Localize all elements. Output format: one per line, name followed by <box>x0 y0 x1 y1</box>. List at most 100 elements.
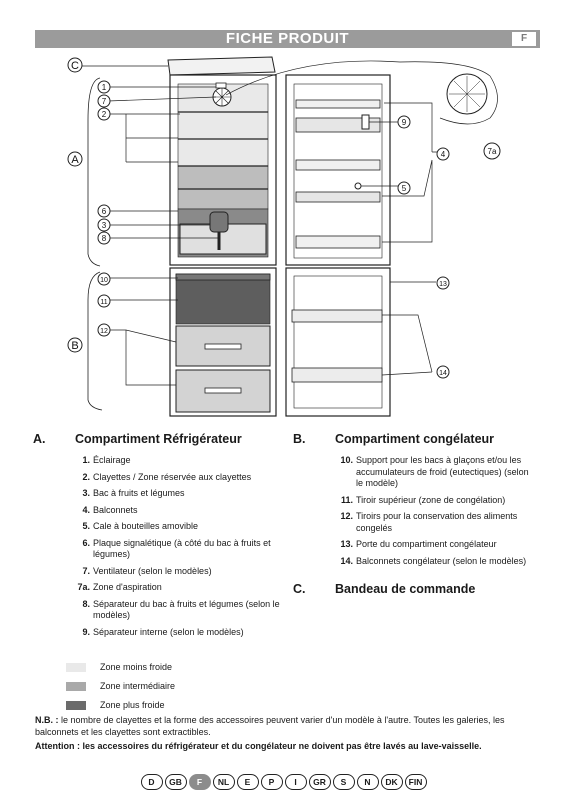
item-number: 7. <box>82 565 90 576</box>
list-item: 2.Clayettes / Zone réservée aux clayette… <box>75 472 280 484</box>
legend-swatch-dark <box>66 701 86 710</box>
item-text: Zone d'aspiration <box>93 582 162 592</box>
callout-7: 7 <box>102 97 107 106</box>
callout-12: 12 <box>100 328 108 335</box>
legend-swatch-light <box>66 663 86 672</box>
language-e-tab[interactable]: E <box>236 774 259 790</box>
section-a-title: Compartiment Réfrigérateur <box>75 432 242 446</box>
lamp <box>215 82 227 89</box>
item-text: Séparateur du bac à fruits et légumes (s… <box>93 598 280 621</box>
callout-b: B <box>71 340 78 352</box>
zone-mid <box>177 165 269 210</box>
item-text: Support pour les bacs à glaçons et/ou le… <box>356 455 529 488</box>
callout-1: 1 <box>102 83 107 92</box>
list-item: 1.Éclairage <box>75 455 280 467</box>
item-number: 4. <box>82 504 90 515</box>
section-b-letter: B. <box>293 432 306 446</box>
language-gb-tab[interactable]: GB <box>164 774 187 790</box>
language-f-tab[interactable]: F <box>188 774 211 790</box>
item-number: 13. <box>340 539 353 549</box>
bracket-a <box>87 77 101 267</box>
section-b-list: 10.Support pour les bacs à glaçons et/ou… <box>338 455 538 572</box>
item-number: 9. <box>82 626 90 637</box>
section-b-title: Compartiment congélateur <box>335 432 495 446</box>
list-item: 3.Bac à fruits et légumes <box>75 488 280 500</box>
list-item: 8.Séparateur du bac à fruits et légumes … <box>75 599 280 622</box>
item-text: Tiroir supérieur (zone de congélation) <box>356 494 506 505</box>
callout-5: 5 <box>402 184 407 193</box>
list-item: 13.Porte du compartiment congélateur <box>338 539 538 551</box>
language-p-tab[interactable]: P <box>260 774 283 790</box>
callout-10: 10 <box>100 277 108 284</box>
rating-plate <box>209 211 229 233</box>
legend-swatch-mid <box>66 682 86 691</box>
freezer-drawer-bottom <box>175 369 271 413</box>
section-c-heading: C. Bandeau de commande <box>293 582 543 598</box>
language-badge: F <box>512 32 536 46</box>
divider-piece <box>361 114 370 130</box>
callout-c: C <box>71 60 79 72</box>
item-number: 7a. <box>77 582 90 592</box>
language-s-tab[interactable]: S <box>332 774 355 790</box>
list-item: 14.Balconnets congélateur (selon le modè… <box>338 556 538 568</box>
attention-note: Attention : les accessoires du réfrigéra… <box>35 741 482 751</box>
callout-14: 14 <box>439 370 447 377</box>
list-item: 7.Ventilateur (selon le modèles) <box>75 566 280 578</box>
nb-note: N.B. : le nombre de clayettes et la form… <box>35 714 540 738</box>
list-item: 11.Tiroir supérieur (zone de congélation… <box>338 495 538 507</box>
language-n-tab[interactable]: N <box>356 774 379 790</box>
item-text: Clayettes / Zone réservée aux clayettes <box>93 471 252 482</box>
item-number: 1. <box>82 455 90 465</box>
freezer-door <box>285 267 391 417</box>
list-item: 12.Tiroirs pour la conservation des alim… <box>338 511 538 534</box>
list-item: 10.Support pour les bacs à glaçons et/ou… <box>338 455 538 490</box>
item-number: 8. <box>82 598 90 609</box>
language-i-tab[interactable]: I <box>284 774 307 790</box>
language-dk-tab[interactable]: DK <box>380 774 403 790</box>
item-text: Tiroirs pour la conservation des aliment… <box>356 511 518 533</box>
callout-7a: 7a <box>488 147 497 156</box>
item-number: 3. <box>82 488 90 498</box>
language-d-tab[interactable]: D <box>140 774 163 790</box>
legend-label: Zone moins froide <box>100 662 173 672</box>
list-item: 6.Plaque signalétique (à côté du bac à f… <box>75 538 280 561</box>
nb-text: le nombre de clayettes et la forme des a… <box>35 715 505 737</box>
item-number: 5. <box>82 521 90 531</box>
list-item: 4.Balconnets <box>75 505 280 517</box>
callout-a: A <box>71 154 79 166</box>
freezer-top-zone <box>175 273 271 325</box>
header-bar: FICHE PRODUIT F <box>35 30 540 48</box>
callout-11: 11 <box>100 299 107 306</box>
page-title: FICHE PRODUIT <box>225 30 350 47</box>
item-number: 10. <box>340 455 353 465</box>
language-nl-tab[interactable]: NL <box>212 774 235 790</box>
item-text: Cale à bouteilles amovible <box>93 521 199 531</box>
item-number: 2. <box>82 471 90 482</box>
language-fin-tab[interactable]: FIN <box>404 774 427 790</box>
list-item: 9.Séparateur interne (selon le modèles) <box>75 627 280 639</box>
item-text: Bac à fruits et légumes <box>93 488 185 498</box>
item-text: Balconnets congélateur (selon le modèles… <box>356 555 527 566</box>
callout-2: 2 <box>102 110 107 119</box>
section-a-list: 1.Éclairage 2.Clayettes / Zone réservée a… <box>75 455 280 643</box>
section-a-heading: A. Compartiment Réfrigérateur <box>33 432 283 448</box>
callout-9: 9 <box>402 118 407 127</box>
callout-4: 4 <box>441 150 446 159</box>
section-a-letter: A. <box>33 432 46 446</box>
language-gr-tab[interactable]: GR <box>308 774 331 790</box>
bottle-holder <box>354 182 362 190</box>
item-text: Ventilateur (selon le modèles) <box>93 565 212 576</box>
callout-6: 6 <box>102 207 107 216</box>
control-panel <box>167 56 276 76</box>
item-text: Balconnets <box>93 504 138 515</box>
legend-label: Zone intermédiaire <box>100 681 176 691</box>
item-text: Porte du compartiment congélateur <box>356 539 497 549</box>
item-number: 6. <box>82 537 90 548</box>
section-c-letter: C. <box>293 582 306 596</box>
bracket-b <box>87 271 103 411</box>
item-text: Plaque signalétique (à côté du bac à fru… <box>93 537 271 560</box>
nb-label: N.B. : <box>35 715 59 725</box>
item-number: 11. <box>340 494 353 505</box>
legend-label: Zone plus froide <box>100 700 165 710</box>
